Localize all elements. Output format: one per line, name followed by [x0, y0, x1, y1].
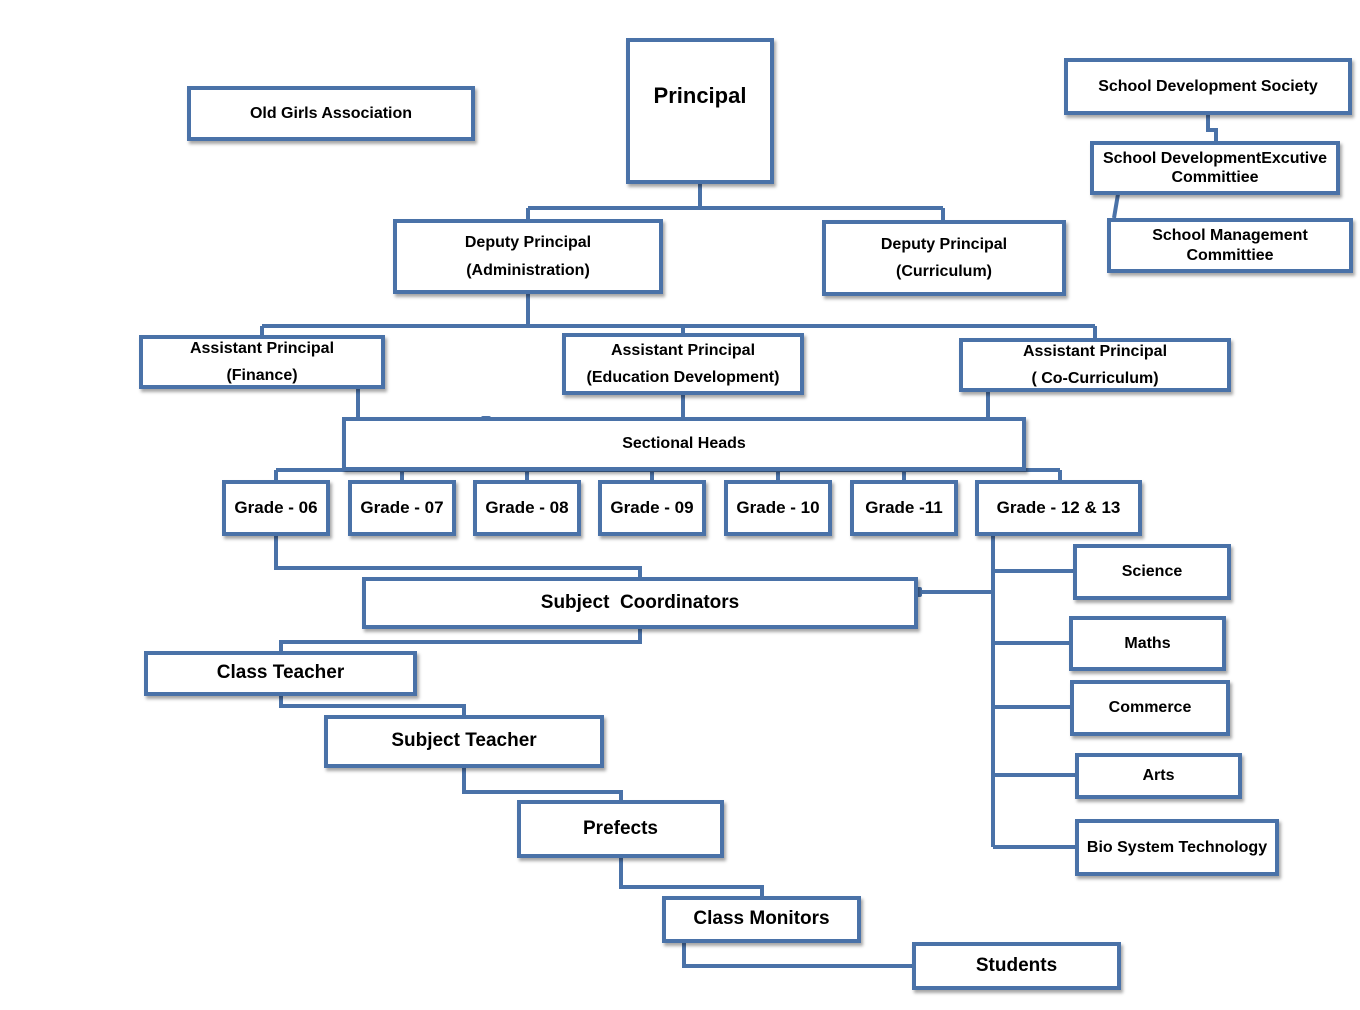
grade-11-box: Grade -11	[850, 480, 958, 536]
ap-edu-label-line2: (Education Development)	[586, 369, 780, 386]
assistant-principal-co-curriculum-box: Assistant Principal ( Co-Curriculum)	[959, 338, 1231, 392]
dp-curr-label-line2: (Curriculum)	[896, 263, 992, 280]
stream-science-label: Science	[1121, 563, 1183, 581]
connector-node	[914, 587, 922, 597]
dp-admin-label-line1: Deputy Principal	[464, 234, 592, 252]
stream-science-box: Science	[1073, 544, 1231, 600]
grade-12-13-box: Grade - 12 & 13	[975, 480, 1142, 536]
grade-07-box: Grade - 07	[348, 480, 456, 536]
principal-box: Principal	[626, 38, 774, 184]
grade-12-13-label: Grade - 12 & 13	[996, 497, 1121, 517]
grade-09-box: Grade - 09	[598, 480, 706, 536]
subject-teacher-box: Subject Teacher	[324, 715, 604, 768]
stream-maths-box: Maths	[1069, 616, 1226, 671]
stream-commerce-box: Commerce	[1070, 680, 1230, 736]
assistant-principal-finance-box: Assistant Principal (Finance)	[139, 335, 385, 389]
class-teacher-label: Class Teacher	[216, 662, 345, 684]
dp-admin-label-line2: (Administration)	[466, 261, 590, 279]
stream-bio-system-technology-box: Bio System Technology	[1075, 819, 1279, 876]
stream-bio-system-technology-label: Bio System Technology	[1086, 838, 1268, 856]
dp-curr-label-line1: Deputy Principal	[880, 235, 1008, 253]
deputy-principal-administration-box: Deputy Principal (Administration)	[393, 219, 663, 294]
school-development-executive-committee-box: School DevelopmentExcutive Committiee	[1090, 141, 1340, 195]
stream-arts-label: Arts	[1142, 767, 1175, 785]
assistant-principal-education-development-box: Assistant Principal (Education Developme…	[562, 333, 804, 395]
prefects-box: Prefects	[517, 800, 724, 858]
grade-07-label: Grade - 07	[360, 497, 444, 517]
smc-label-line2: Committiee	[1186, 246, 1274, 264]
ap-co-label-line1: Assistant Principal	[1022, 342, 1168, 360]
deputy-principal-curriculum-box: Deputy Principal (Curriculum)	[822, 220, 1066, 296]
principal-label: Principal	[653, 82, 747, 108]
stream-arts-box: Arts	[1075, 753, 1242, 799]
students-label: Students	[975, 954, 1058, 976]
school-management-committee-box: School Management Committiee	[1107, 218, 1353, 273]
smc-label-line1: School Management	[1152, 227, 1308, 245]
grade-10-label: Grade - 10	[736, 497, 820, 517]
ap-finance-label-line1: Assistant Principal	[189, 339, 335, 357]
old-girls-association-label: Old Girls Association	[249, 104, 413, 122]
subject-teacher-label: Subject Teacher	[391, 730, 537, 752]
school-development-society-label: School Development Society	[1098, 77, 1318, 95]
grade-11-label: Grade -11	[865, 497, 943, 517]
prefects-label: Prefects	[583, 817, 658, 839]
subject-coordinators-label: Subject Coordinators	[540, 591, 740, 613]
grade-09-label: Grade - 09	[610, 497, 694, 517]
class-teacher-box: Class Teacher	[144, 651, 417, 696]
old-girls-association-box: Old Girls Association	[187, 86, 475, 141]
grade-10-box: Grade - 10	[724, 480, 832, 536]
sdec-label-line1: School DevelopmentExcutive	[1102, 149, 1328, 167]
ap-edu-label-line1: Assistant Principal	[610, 341, 756, 359]
grade-06-label: Grade - 06	[234, 497, 318, 517]
sectional-heads-box: Sectional Heads	[342, 417, 1026, 471]
ap-co-label-line2: ( Co-Curriculum)	[1031, 370, 1159, 387]
stream-commerce-label: Commerce	[1108, 699, 1192, 717]
school-development-society-box: School Development Society	[1064, 58, 1352, 115]
students-box: Students	[912, 942, 1121, 990]
sdec-label-line2: Committiee	[1171, 169, 1259, 186]
class-monitors-label: Class Monitors	[693, 908, 830, 930]
subject-coordinators-box: Subject Coordinators	[362, 577, 918, 629]
ap-finance-label-line2: (Finance)	[226, 367, 298, 384]
grade-08-label: Grade - 08	[485, 497, 569, 517]
class-monitors-box: Class Monitors	[662, 896, 861, 943]
sectional-heads-label: Sectional Heads	[622, 435, 746, 453]
stream-maths-label: Maths	[1124, 634, 1171, 652]
grade-08-box: Grade - 08	[473, 480, 581, 536]
grade-06-box: Grade - 06	[222, 480, 330, 536]
